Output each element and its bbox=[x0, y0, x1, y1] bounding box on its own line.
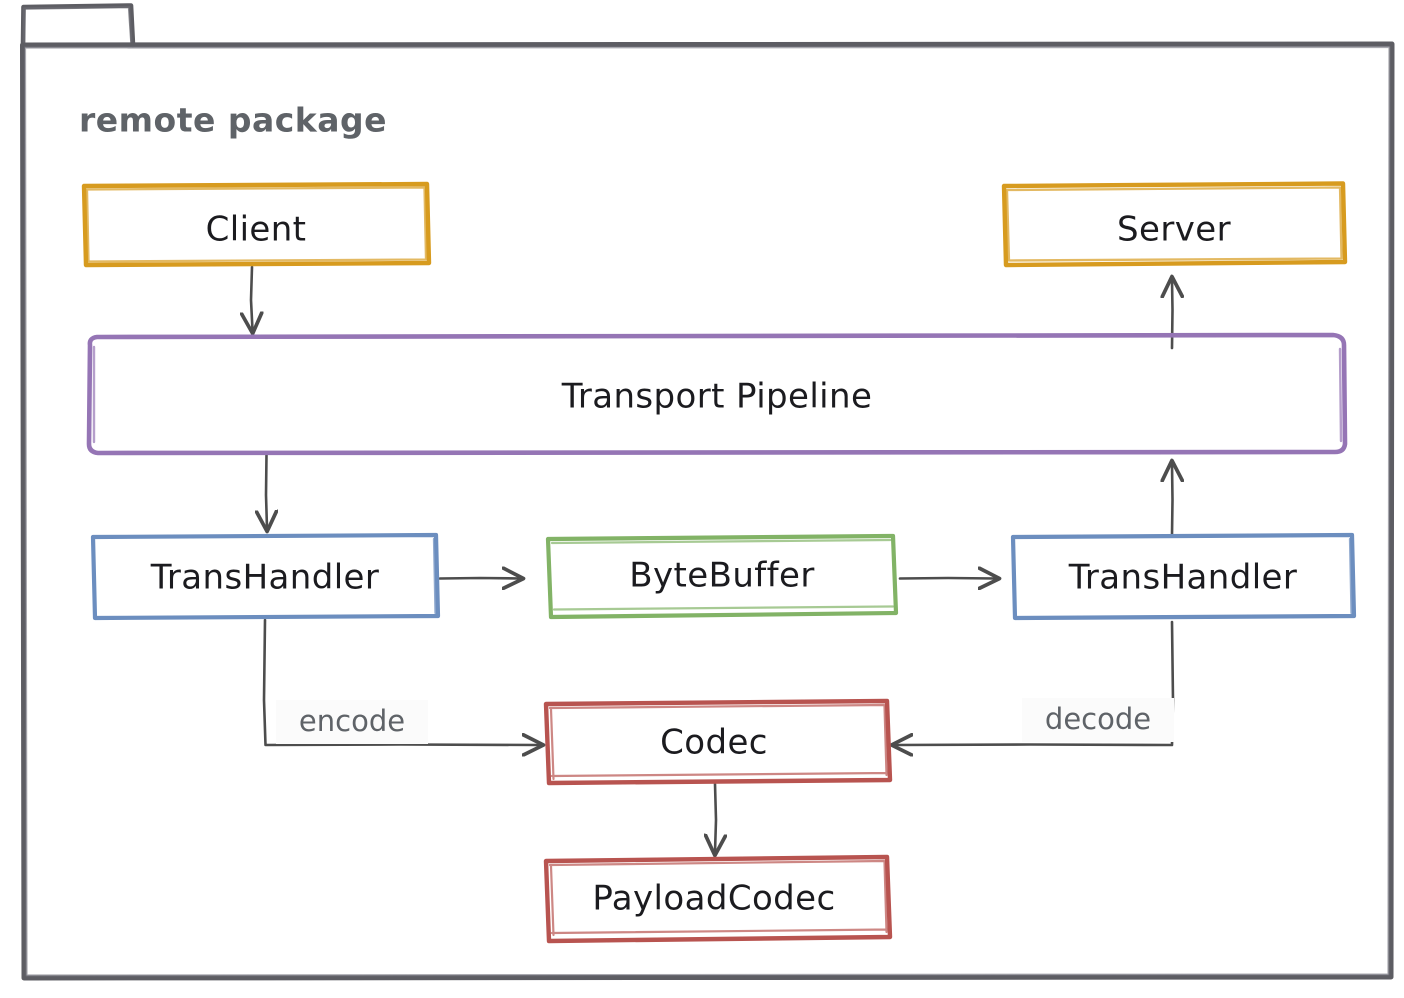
node-payloadcodec[interactable]: PayloadCodec bbox=[543, 854, 893, 944]
node-transhandler-left-shape bbox=[90, 532, 441, 621]
node-client-shape bbox=[81, 181, 432, 268]
node-server-shape-overstroke bbox=[1005, 186, 1343, 262]
edge-bytebuffer-to-transhandler2 bbox=[898, 578, 996, 579]
node-payloadcodec-label: PayloadCodec bbox=[592, 879, 835, 919]
edge-pipeline-to-transhandler1 bbox=[266, 453, 267, 528]
node-transhandler-right[interactable]: TransHandler bbox=[1010, 532, 1357, 621]
node-transhandler-left-overstroke bbox=[432, 537, 437, 615]
node-client[interactable]: Client bbox=[81, 181, 432, 268]
node-transhandler-right-shape bbox=[1010, 532, 1357, 621]
package-body bbox=[20, 41, 1395, 981]
edge-transhandler2-to-pipeline bbox=[1172, 464, 1173, 537]
node-client-shape-overstroke bbox=[85, 186, 428, 263]
edges-layer: encode decode bbox=[251, 265, 1175, 852]
package-title: remote package bbox=[79, 101, 387, 140]
node-payloadcodec-overstroke bbox=[548, 859, 889, 937]
edge-label-encode-text: encode bbox=[299, 704, 405, 738]
node-bytebuffer[interactable]: ByteBuffer bbox=[545, 533, 899, 620]
edge-encode bbox=[262, 618, 540, 745]
node-codec[interactable]: Codec bbox=[543, 698, 893, 786]
package-tab bbox=[20, 3, 136, 48]
edge-client-to-pipeline bbox=[251, 265, 253, 330]
node-codec-shape bbox=[543, 698, 893, 786]
node-transhandler-left[interactable]: TransHandler bbox=[90, 532, 441, 621]
package-body-overstroke bbox=[23, 45, 1391, 977]
edge-label-encode: encode bbox=[276, 700, 428, 744]
node-bytebuffer-shape bbox=[545, 533, 899, 620]
node-server-shape bbox=[1001, 181, 1348, 268]
node-server[interactable]: Server bbox=[1001, 181, 1348, 268]
edge-label-decode: decode bbox=[1022, 698, 1174, 742]
edge-pipeline-to-server bbox=[1172, 280, 1173, 350]
node-transhandler-right-overstroke bbox=[1348, 537, 1353, 615]
node-transport-pipeline[interactable]: Transport Pipeline bbox=[86, 332, 1348, 456]
node-payloadcodec-shape bbox=[543, 854, 893, 944]
package-tab-overstroke bbox=[22, 5, 133, 46]
node-transhandler-right-label: TransHandler bbox=[1068, 558, 1298, 598]
edge-codec-to-payloadcodec bbox=[715, 782, 716, 852]
node-client-label: Client bbox=[206, 210, 307, 250]
node-transport-pipeline-overstroke bbox=[92, 345, 1343, 444]
node-transport-pipeline-label: Transport Pipeline bbox=[561, 377, 873, 417]
edge-transhandler1-to-bytebuffer bbox=[438, 578, 520, 579]
package-container: remote package bbox=[20, 3, 1395, 981]
edge-decode bbox=[895, 620, 1175, 745]
node-bytebuffer-label: ByteBuffer bbox=[629, 556, 814, 596]
node-codec-label: Codec bbox=[660, 723, 768, 763]
node-transport-pipeline-shape bbox=[86, 332, 1348, 456]
node-server-label: Server bbox=[1117, 210, 1231, 250]
node-transhandler-left-label: TransHandler bbox=[150, 558, 380, 598]
node-bytebuffer-overstroke bbox=[550, 538, 895, 611]
node-codec-overstroke bbox=[548, 703, 889, 781]
edge-label-decode-text: decode bbox=[1045, 702, 1151, 736]
